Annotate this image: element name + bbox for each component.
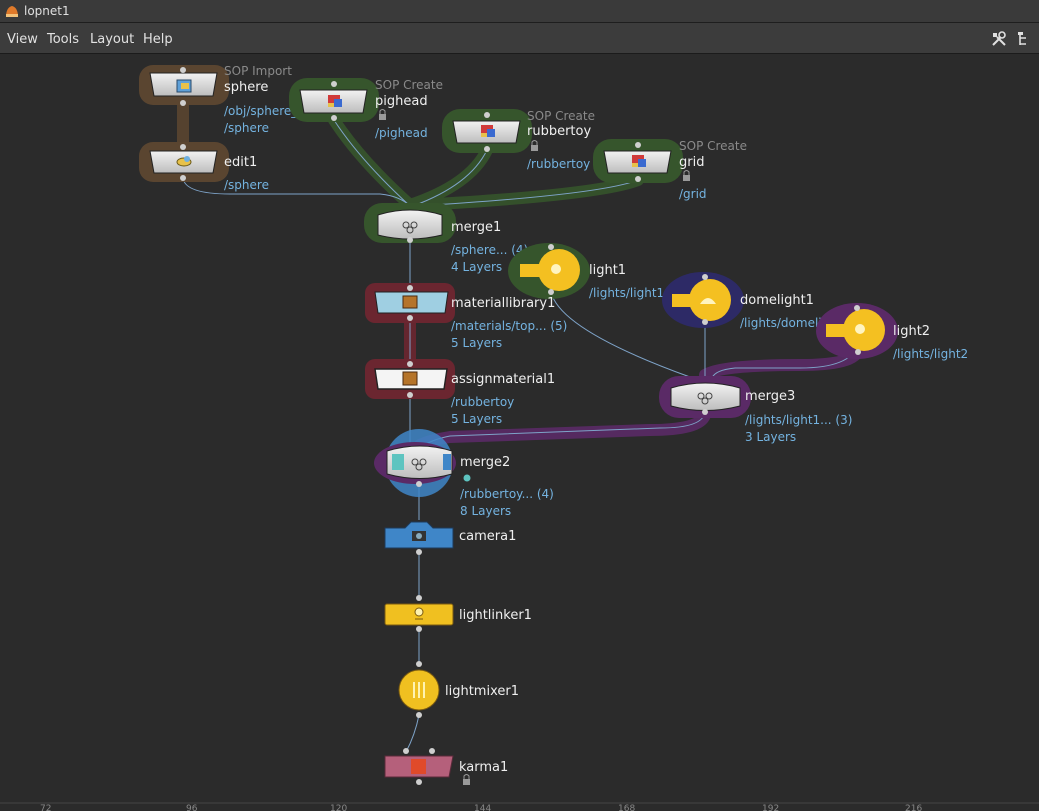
ruler-tick: 120 <box>330 804 347 811</box>
node-info-path: /rubbertoy <box>527 157 590 171</box>
light-linker-icon <box>414 607 424 620</box>
node-name-label: karma1 <box>459 760 508 775</box>
node-camera1[interactable]: camera1 <box>384 521 516 555</box>
tree-view-icon[interactable] <box>1016 31 1032 47</box>
merge-icon <box>402 221 418 234</box>
node-name-label: lightmixer1 <box>445 684 519 699</box>
menu-layout[interactable]: Layout <box>90 32 135 47</box>
node-type-label: SOP Create <box>527 109 595 123</box>
node-name-label: merge1 <box>451 220 501 235</box>
node-name-label: assignmaterial1 <box>451 372 555 387</box>
houdini-helmet-icon <box>6 6 18 17</box>
node-info-layers: 8 Layers <box>460 504 511 518</box>
window-title: lopnet1 <box>24 4 70 18</box>
node-info-path: /sphere <box>224 121 269 135</box>
node-info-path: /grid <box>679 187 707 201</box>
node-light2[interactable]: light2 /lights/light2 <box>816 303 968 361</box>
menu-bar: View Tools Layout Help <box>0 23 1039 54</box>
dome-light-icon <box>672 279 731 321</box>
node-light1[interactable]: light1 /lights/light1 <box>508 243 664 300</box>
node-name-label: light2 <box>893 324 930 339</box>
light-mixer-icon <box>413 682 425 698</box>
node-info-layers: 5 Layers <box>451 412 502 426</box>
network-editor-canvas[interactable]: SOP Import sphere /obj/sphere_object1/sp… <box>0 54 1039 811</box>
node-name-label: domelight1 <box>740 293 814 308</box>
node-name-label: materiallibrary1 <box>451 296 555 311</box>
node-pighead[interactable]: SOP Create pighead /pighead <box>289 78 443 140</box>
node-materiallibrary1[interactable]: materiallibrary1 /materials/top... (5) 5… <box>365 283 567 350</box>
lock-icon <box>463 774 470 785</box>
node-info-path: /lights/light1 <box>589 286 664 300</box>
node-name-label: rubbertoy <box>527 124 591 139</box>
node-lightlinker1[interactable]: lightlinker1 <box>384 595 532 632</box>
node-info-path: /materials/top... (5) <box>451 319 567 333</box>
edit-icon <box>176 156 192 167</box>
ruler-tick: 96 <box>186 804 198 811</box>
node-name-label: sphere <box>224 80 268 95</box>
node-name-label: edit1 <box>224 155 257 170</box>
lock-icon <box>379 109 386 120</box>
node-info-path: /lights/light1... (3) <box>745 413 852 427</box>
merge-icon <box>697 392 713 405</box>
node-merge2[interactable]: merge2 /rubbertoy... (4) 8 Layers <box>374 429 554 518</box>
node-lightmixer1[interactable]: lightmixer1 <box>398 661 519 718</box>
node-merge3[interactable]: merge3 /lights/light1... (3) 3 Layers <box>659 376 852 444</box>
node-type-label: SOP Create <box>375 78 443 92</box>
node-edit1[interactable]: edit1 /sphere <box>139 142 269 192</box>
node-name-label: pighead <box>375 94 428 109</box>
ruler-tick: 192 <box>762 804 779 811</box>
node-rubbertoy[interactable]: SOP Create rubbertoy /rubbertoy <box>442 109 595 171</box>
menu-view[interactable]: View <box>7 32 38 47</box>
node-name-label: camera1 <box>459 529 516 544</box>
node-name-label: light1 <box>589 263 626 278</box>
ruler-tick: 72 <box>40 804 51 811</box>
node-info-path: /rubbertoy <box>451 395 514 409</box>
ruler-tick: 144 <box>474 804 491 811</box>
node-info-path: /lights/light2 <box>893 347 968 361</box>
sop-create-icon <box>481 125 495 137</box>
title-bar: lopnet1 <box>0 0 1039 23</box>
lock-icon <box>683 170 690 181</box>
node-info-layers: 3 Layers <box>745 430 796 444</box>
menu-tools[interactable]: Tools <box>47 32 80 47</box>
node-assignmaterial1[interactable]: assignmaterial1 /rubbertoy 5 Layers <box>365 359 555 426</box>
node-name-label: lightlinker1 <box>459 608 532 623</box>
node-karma1[interactable]: karma1 <box>384 748 508 785</box>
node-info-layers: 5 Layers <box>451 336 502 350</box>
node-merge1[interactable]: merge1 /sphere... (4) 4 Layers <box>364 203 528 274</box>
network-graph: SOP Import sphere /obj/sphere_object1/sp… <box>0 64 1039 811</box>
node-info-path: /pighead <box>375 126 428 140</box>
merge-icon <box>411 458 427 471</box>
light-bulb-icon <box>520 249 580 291</box>
node-info-path: /rubbertoy... (4) <box>460 487 554 501</box>
camera-icon <box>412 531 426 541</box>
sop-create-icon <box>328 95 342 107</box>
ruler-tick: 216 <box>905 804 922 811</box>
node-info-path: /sphere <box>224 178 269 192</box>
tools-wrench-icon[interactable] <box>991 31 1007 47</box>
node-name-label: grid <box>679 155 704 170</box>
node-info-layers: 4 Layers <box>451 260 502 274</box>
sop-create-icon <box>632 155 646 167</box>
karma-renderer-icon <box>411 759 426 774</box>
light-bulb-icon <box>826 309 885 351</box>
ruler-tick: 168 <box>618 804 635 811</box>
timeline-ruler: 72 96 120 144 168 192 216 <box>0 802 1039 811</box>
debug-bug-icon <box>463 474 471 482</box>
menu-help[interactable]: Help <box>143 32 173 47</box>
node-grid[interactable]: SOP Create grid /grid <box>593 139 747 201</box>
node-name-label: merge3 <box>745 389 795 404</box>
node-type-label: SOP Create <box>679 139 747 153</box>
node-type-label: SOP Import <box>224 64 292 78</box>
lock-icon <box>531 140 538 151</box>
node-info-path: /sphere... (4) <box>451 243 528 257</box>
assign-material-icon <box>402 371 418 386</box>
sop-import-icon <box>176 79 192 93</box>
material-library-icon <box>402 295 418 309</box>
node-name-label: merge2 <box>460 455 510 470</box>
